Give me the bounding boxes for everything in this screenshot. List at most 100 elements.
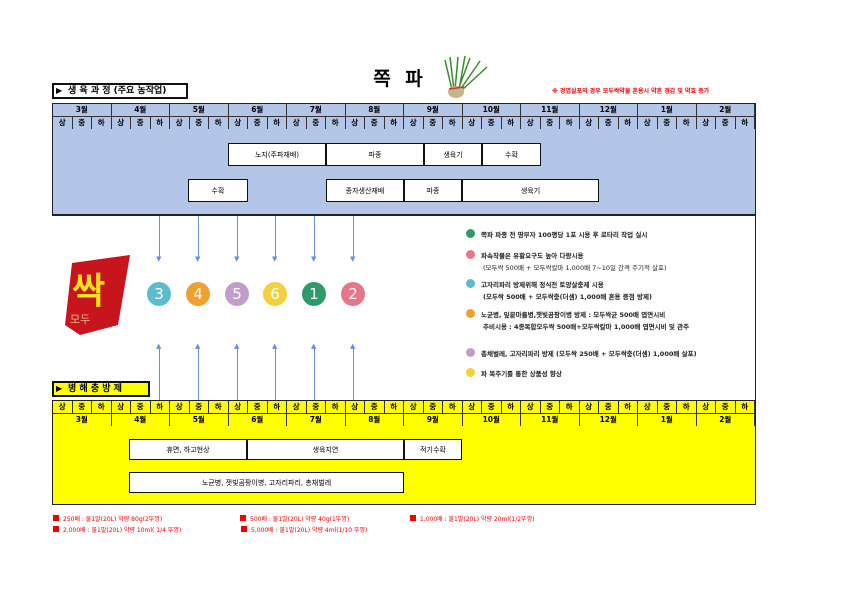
arrow-up [275, 347, 276, 400]
legend-item: 파속작물은 유황요구도 높아 다량시용 (모두싹 500배 + 모두싹칼마 1,0… [466, 250, 667, 274]
step-dot-icon [466, 250, 475, 259]
step-circle: 1 [302, 282, 326, 306]
period-cell: 중 [72, 401, 92, 414]
arrow-head-icon: ▼ [156, 255, 162, 263]
seed-harvest: 수확 [188, 179, 248, 202]
period-cell: 하 [326, 401, 346, 414]
step-dot-icon [466, 229, 475, 238]
arrow-head-icon: ▲ [156, 342, 162, 350]
legend-item: 총채벌레, 고자리파리 방제 (모두싹 250배 + 모두싹충(더셈) 1,00… [466, 348, 697, 360]
pest-timely-harvest: 적기수확 [404, 439, 462, 460]
arrow-head-icon: ▲ [234, 342, 240, 350]
arrow-down [353, 216, 354, 258]
period-cell: 상 [579, 401, 599, 414]
legend-item: 고자리파리 방제위해 정식전 토양살충제 시용(모두싹 500배 + 모두싹충(… [466, 279, 652, 303]
arrow-head-icon: ▲ [195, 342, 201, 350]
month-10: 1월 [638, 104, 697, 117]
pest-section-label: 병 해 충 방 제 [52, 381, 150, 397]
arrow-head-icon: ▲ [311, 342, 317, 350]
period-cell: 중 [540, 401, 560, 414]
month-0: 3월 [53, 104, 112, 117]
dilution-250: 250배 : 물1말(20L) 약량 80g(2뚜껑) [53, 514, 162, 523]
arrow-up [314, 347, 315, 400]
arrow-head-icon: ▼ [350, 255, 356, 263]
month-1: 4월 [111, 104, 170, 117]
arrow-head-icon: ▲ [350, 342, 356, 350]
month-2: 5월 [170, 104, 229, 117]
period-cell: 하 [560, 401, 580, 414]
arrow-up [353, 347, 354, 400]
month-6: 9월 [404, 104, 463, 117]
period-cell: 하 [384, 401, 404, 414]
arrow-up [159, 347, 160, 400]
page-title: 쪽 파 [373, 68, 427, 90]
legend-text: 노균병, 잎끝마름병,잿빛곰팡이병 방제 : 모두싹균 500배 엽면시비 [481, 311, 666, 319]
arrow-head-icon: ▼ [234, 255, 240, 263]
step-circle: 6 [263, 282, 287, 306]
legend-text: 총채벌레, 고자리파리 방제 (모두싹 250배 + 모두싹충(더셈) 1,00… [481, 350, 697, 358]
period-cell: 상 [638, 401, 658, 414]
legend-text: 추비시용 : 4종복합모두싹 500배+모두싹칼마 1,000배 엽면시비 및 … [483, 323, 690, 331]
period-cell: 상 [404, 401, 424, 414]
month-3: 6월 [228, 104, 287, 117]
legend-text: 쪽파 파종 전 땅부자 100평당 1포 시용 후 로타리 작업 실시 [481, 231, 648, 239]
arrow-down [198, 216, 199, 258]
arrow-head-icon: ▼ [272, 255, 278, 263]
period-cell: 상 [521, 401, 541, 414]
period-cell: 중 [482, 401, 502, 414]
period-cell: 상 [53, 401, 73, 414]
legend-text: 파 복주기를 통한 상품성 향상 [481, 370, 562, 378]
step-dot-icon [466, 309, 475, 318]
month-8: 11월 [521, 104, 580, 117]
period-cell: 하 [677, 401, 697, 414]
svg-text:싹: 싹 [72, 271, 105, 312]
dilution-1000: 1,000배 : 물1말(20L) 약량 20ml(1/2뚜껑) [410, 514, 534, 523]
period-cell: 중 [306, 401, 326, 414]
step-circle: 2 [341, 282, 365, 306]
svg-text:모두: 모두 [70, 313, 90, 326]
legend-text: 파속작물은 유황요구도 높아 다량시용 [481, 252, 584, 260]
period-cell: 상 [287, 401, 307, 414]
period-cell: 중 [248, 401, 268, 414]
legend-text: (모두싹 500배 + 모두싹칼마 1,000배 7~10일 간격 주기적 살포… [483, 264, 667, 272]
seed-sowing: 파종 [404, 179, 462, 202]
growth-open-field: 노지(주파재배) [228, 143, 326, 166]
period-cell: 하 [92, 401, 112, 414]
dilution-2000: 2,000배 : 물1말(20L) 약량 10ml( 1/4 뚜껑) [53, 525, 181, 534]
step-dot-icon [466, 348, 475, 357]
arrow-down [275, 216, 276, 258]
growth-sowing: 파종 [326, 143, 424, 166]
period-cell: 하 [735, 401, 755, 414]
legend-text: (모두싹 500배 + 모두싹충(더셈) 1,000배 혼용 중점 방제) [483, 293, 652, 301]
step-dot-icon [466, 279, 475, 288]
period-cell: 하 [150, 401, 170, 414]
month-11: 2월 [696, 104, 755, 117]
modussak-logo: 싹 모두 [65, 255, 130, 335]
period-cell: 하 [267, 401, 287, 414]
arrow-down [314, 216, 315, 258]
month-7: 10월 [462, 104, 521, 117]
period-cell: 중 [189, 401, 209, 414]
seed-growth-period: 생육기 [462, 179, 599, 202]
green-onion-image [444, 55, 488, 98]
arrow-head-icon: ▼ [311, 255, 317, 263]
pest-dormancy: 휴면, 하고현상 [129, 439, 247, 460]
arrow-head-icon: ▲ [272, 342, 278, 350]
month-9: 12월 [579, 104, 638, 117]
period-cell: 중 [599, 401, 619, 414]
period-cell: 중 [365, 401, 385, 414]
period-cell: 하 [618, 401, 638, 414]
pest-diseases: 노균병, 잿빛곰팡이병, 고자리파리, 총채벌레 [129, 472, 404, 493]
period-cell: 중 [657, 401, 677, 414]
step-circle: 5 [225, 282, 249, 306]
step-dot-icon [466, 368, 475, 377]
month-4: 7월 [287, 104, 346, 117]
period-cell: 상 [462, 401, 482, 414]
legend-item: 쪽파 파종 전 땅부자 100평당 1포 시용 후 로타리 작업 실시 [466, 229, 647, 241]
period-cell: 중 [716, 401, 736, 414]
arrow-up [198, 347, 199, 400]
arrow-down [237, 216, 238, 258]
